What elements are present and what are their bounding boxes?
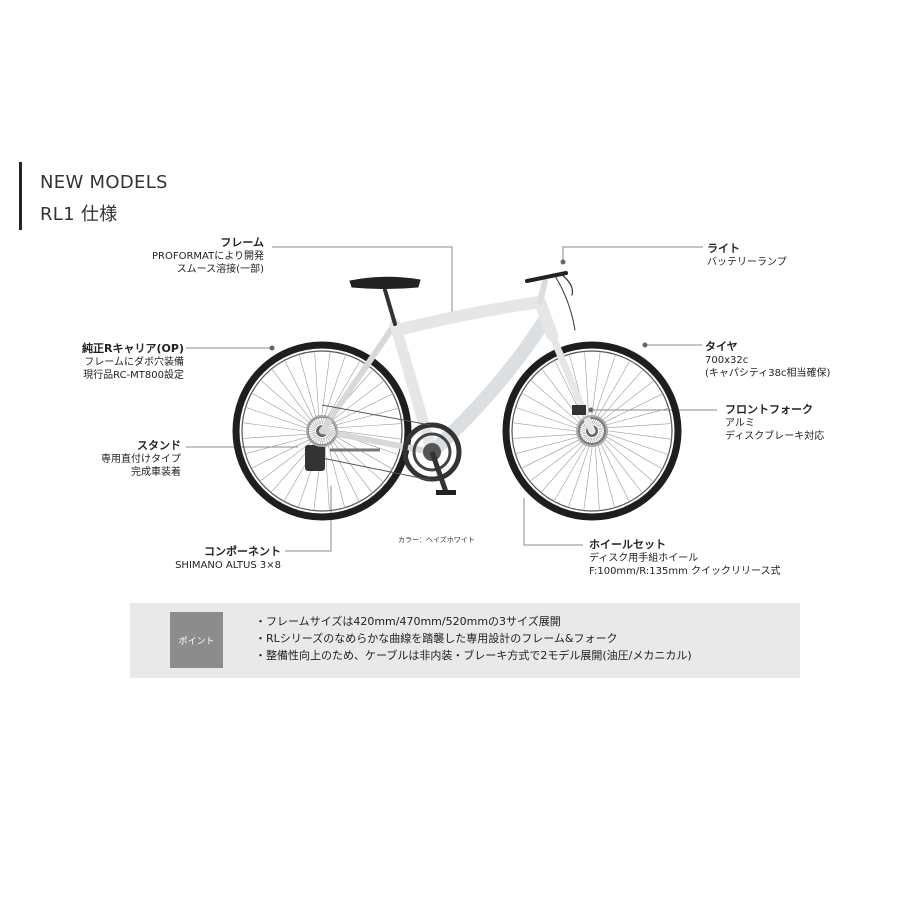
callout-component-line-1: SHIMANO ALTUS 3×8 bbox=[175, 560, 281, 571]
callout-component: コンポーネント SHIMANO ALTUS 3×8 bbox=[175, 544, 281, 572]
callout-stand-heading: スタンド bbox=[137, 439, 181, 452]
callout-wheelset-line-2: F:100mm/R:135mm クイックリリース式 bbox=[589, 566, 781, 577]
color-caption: カラー：ヘイズホワイト bbox=[398, 536, 475, 544]
title-accent-bar bbox=[19, 162, 22, 230]
leader-light bbox=[562, 246, 703, 262]
callout-stand-line-1: 専用直付けタイプ bbox=[101, 454, 181, 465]
page-title: NEW MODELS bbox=[40, 172, 168, 193]
callout-tire-line-1: 700x32c bbox=[705, 355, 749, 366]
callout-component-heading: コンポーネント bbox=[204, 545, 281, 558]
point-box: ポイント ・フレームサイズは420mm/470mm/520mmの3サイズ展開 ・… bbox=[130, 603, 800, 678]
callout-fork: フロントフォーク アルミ ディスクブレーキ対応 bbox=[725, 402, 824, 443]
leader-component bbox=[285, 486, 332, 552]
callout-carrier-heading: 純正Rキャリア(OP) bbox=[82, 342, 184, 355]
point-label: ポイント bbox=[170, 612, 223, 668]
callout-carrier: 純正Rキャリア(OP) フレームにダボ穴装備 現行品RC-MT800設定 bbox=[82, 341, 184, 382]
point-item-3: ・整備性向上のため、ケーブルは非内装・ブレーキ方式で2モデル展開(油圧/メカニカ… bbox=[255, 649, 692, 662]
callout-carrier-line-2: 現行品RC-MT800設定 bbox=[83, 370, 184, 381]
callout-frame-heading: フレーム bbox=[220, 236, 264, 249]
callout-tire-line-2: (キャパシティ38c相当確保) bbox=[705, 368, 831, 379]
callout-tire: タイヤ 700x32c (キャパシティ38c相当確保) bbox=[705, 339, 830, 380]
callout-tire-heading: タイヤ bbox=[705, 340, 738, 353]
callout-light-heading: ライト bbox=[707, 242, 740, 255]
page-subtitle: RL1 仕様 bbox=[40, 204, 118, 225]
point-item-1: ・フレームサイズは420mm/470mm/520mmの3サイズ展開 bbox=[255, 615, 561, 628]
point-list: ・フレームサイズは420mm/470mm/520mmの3サイズ展開 ・RLシリー… bbox=[255, 613, 692, 664]
callout-frame-line-2: スムース溶接(一部) bbox=[176, 264, 264, 275]
callout-fork-line-1: アルミ bbox=[725, 418, 755, 429]
leader-wheelset bbox=[523, 498, 583, 546]
leader-lines bbox=[186, 246, 717, 552]
callout-light-line-1: バッテリーランプ bbox=[707, 257, 787, 268]
callout-wheelset-line-1: ディスク用手組ホイール bbox=[589, 553, 699, 564]
drivetrain bbox=[305, 404, 608, 495]
callout-frame: フレーム PROFORMATにより開発 スムース溶接(一部) bbox=[152, 235, 264, 276]
callout-stand-line-2: 完成車装着 bbox=[131, 467, 181, 478]
callout-stand: スタンド 専用直付けタイプ 完成車装着 bbox=[101, 438, 181, 479]
callout-wheelset-heading: ホイールセット bbox=[589, 538, 666, 551]
callout-fork-heading: フロントフォーク bbox=[725, 403, 813, 416]
point-item-2: ・RLシリーズのなめらかな曲線を踏襲した専用設計のフレーム&フォーク bbox=[255, 632, 618, 645]
callout-frame-line-1: PROFORMATにより開発 bbox=[151, 251, 264, 262]
callout-fork-line-2: ディスクブレーキ対応 bbox=[725, 431, 825, 442]
front-wheel bbox=[502, 341, 682, 521]
callout-carrier-line-1: フレームにダボ穴装備 bbox=[84, 357, 184, 368]
callout-wheelset: ホイールセット ディスク用手組ホイール F:100mm/R:135mm クイック… bbox=[589, 537, 781, 578]
leader-frame bbox=[272, 246, 453, 316]
callout-light: ライト バッテリーランプ bbox=[707, 241, 787, 269]
